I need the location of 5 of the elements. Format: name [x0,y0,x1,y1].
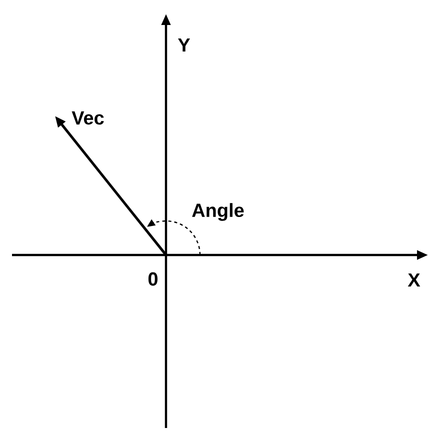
vector-label: Vec [72,111,104,125]
angle-label: Angle [192,203,244,221]
axis-label: X [408,273,420,287]
axis-label: Y [178,38,190,52]
origin-label: 0 [148,272,158,286]
